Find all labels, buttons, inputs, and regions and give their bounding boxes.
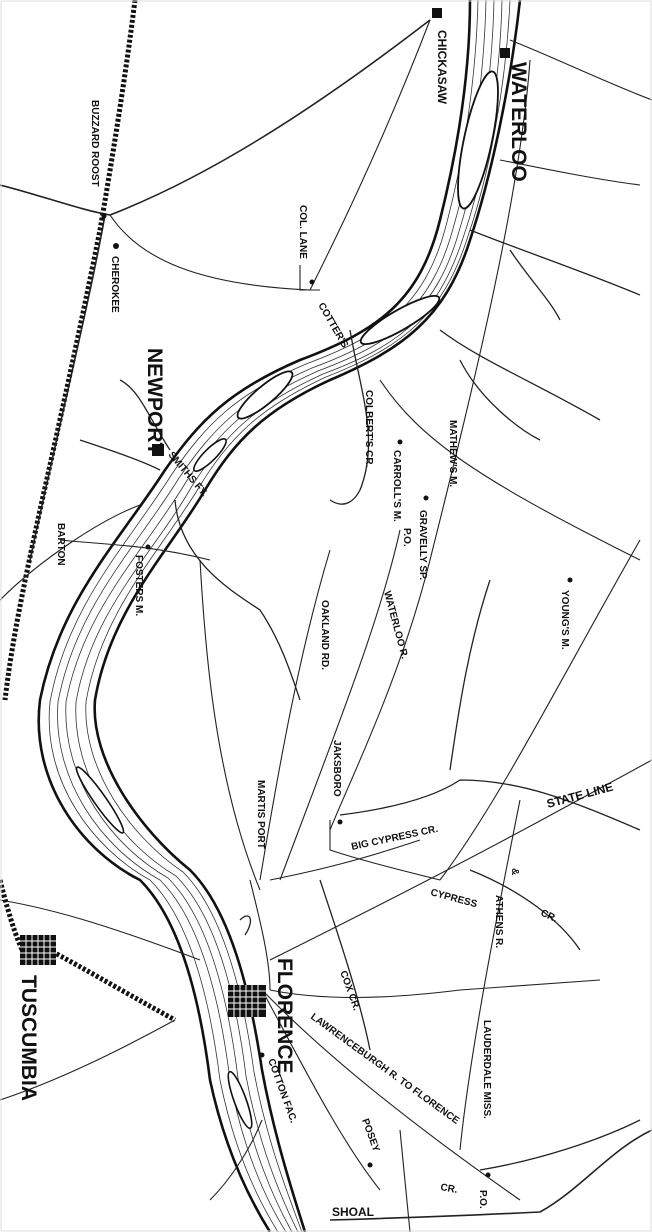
river-east-bank [37,0,472,1232]
cotton-fac-marker [259,1052,265,1058]
label-fosters-m: FOSTERS M. [133,555,144,616]
island [193,438,227,472]
label-cherokee: CHEROKEE [109,256,120,313]
label-buzzard-roost: BUZZARD ROOST [89,100,100,187]
florence-grid [228,985,266,1017]
label-martis-port: MARTIS PORT [255,780,266,849]
settlements [20,8,573,1178]
label-gravelly-sp: GRAVELLY SP. [417,510,428,580]
island [75,766,125,834]
label-barton: BARTON [55,523,66,566]
roads [0,19,652,1232]
carrolls-m-marker [397,439,403,445]
creeks [79,229,641,1171]
label-shoal-cr: CR. [439,1182,458,1196]
label-athens-r: ATHENS R. [493,895,504,948]
island [236,370,294,420]
jaksboro-marker [337,819,343,825]
island [457,70,499,210]
label-youngs-m: YOUNG'S M. [559,590,570,650]
label-oakland-rd: OAKLAND RD. [319,600,330,670]
newport-marker [152,444,164,456]
label-mathews-m: MATHEW'S M. [447,420,458,487]
island [359,294,441,346]
island [227,1070,253,1130]
river [37,0,522,1232]
label-carrolls-m: CARROLL'S M. [391,450,402,522]
fosters-m-marker [145,544,151,550]
cherokee-marker [113,243,119,249]
youngs-m-marker [567,577,573,583]
tuscumbia-grid [20,935,56,965]
col-lane-marker [309,279,315,285]
label-newport: NEWPORT [143,348,166,456]
chickasaw-marker [432,8,442,18]
label-lauderdale: LAUDERDALE MISS. [481,1020,492,1119]
label-col-lane: COL. LANE [297,205,308,259]
label-florence: FLORENCE [273,958,296,1074]
label-waterloo: WATERLOO [507,62,530,182]
gravelly-sp-marker [423,495,429,501]
label-shoal: SHOAL [332,1205,374,1219]
label-colberts-cr: COLBERT'S CR. [363,390,374,468]
label-jaksboro: JAKSBORO [331,740,342,797]
label-chickasaw: CHICKASAW [435,30,449,105]
po-shoal-marker [485,1172,491,1178]
label-tuscumbia: TUSCUMBIA [17,975,40,1101]
posey-marker [367,1162,373,1168]
label-gravelly-po: P.O. [401,528,412,547]
buzzard-roost-marker [101,213,107,219]
waterloo-marker [500,48,510,58]
label-po-shoal: P.O. [477,1190,488,1209]
label-amp: & [509,868,520,875]
